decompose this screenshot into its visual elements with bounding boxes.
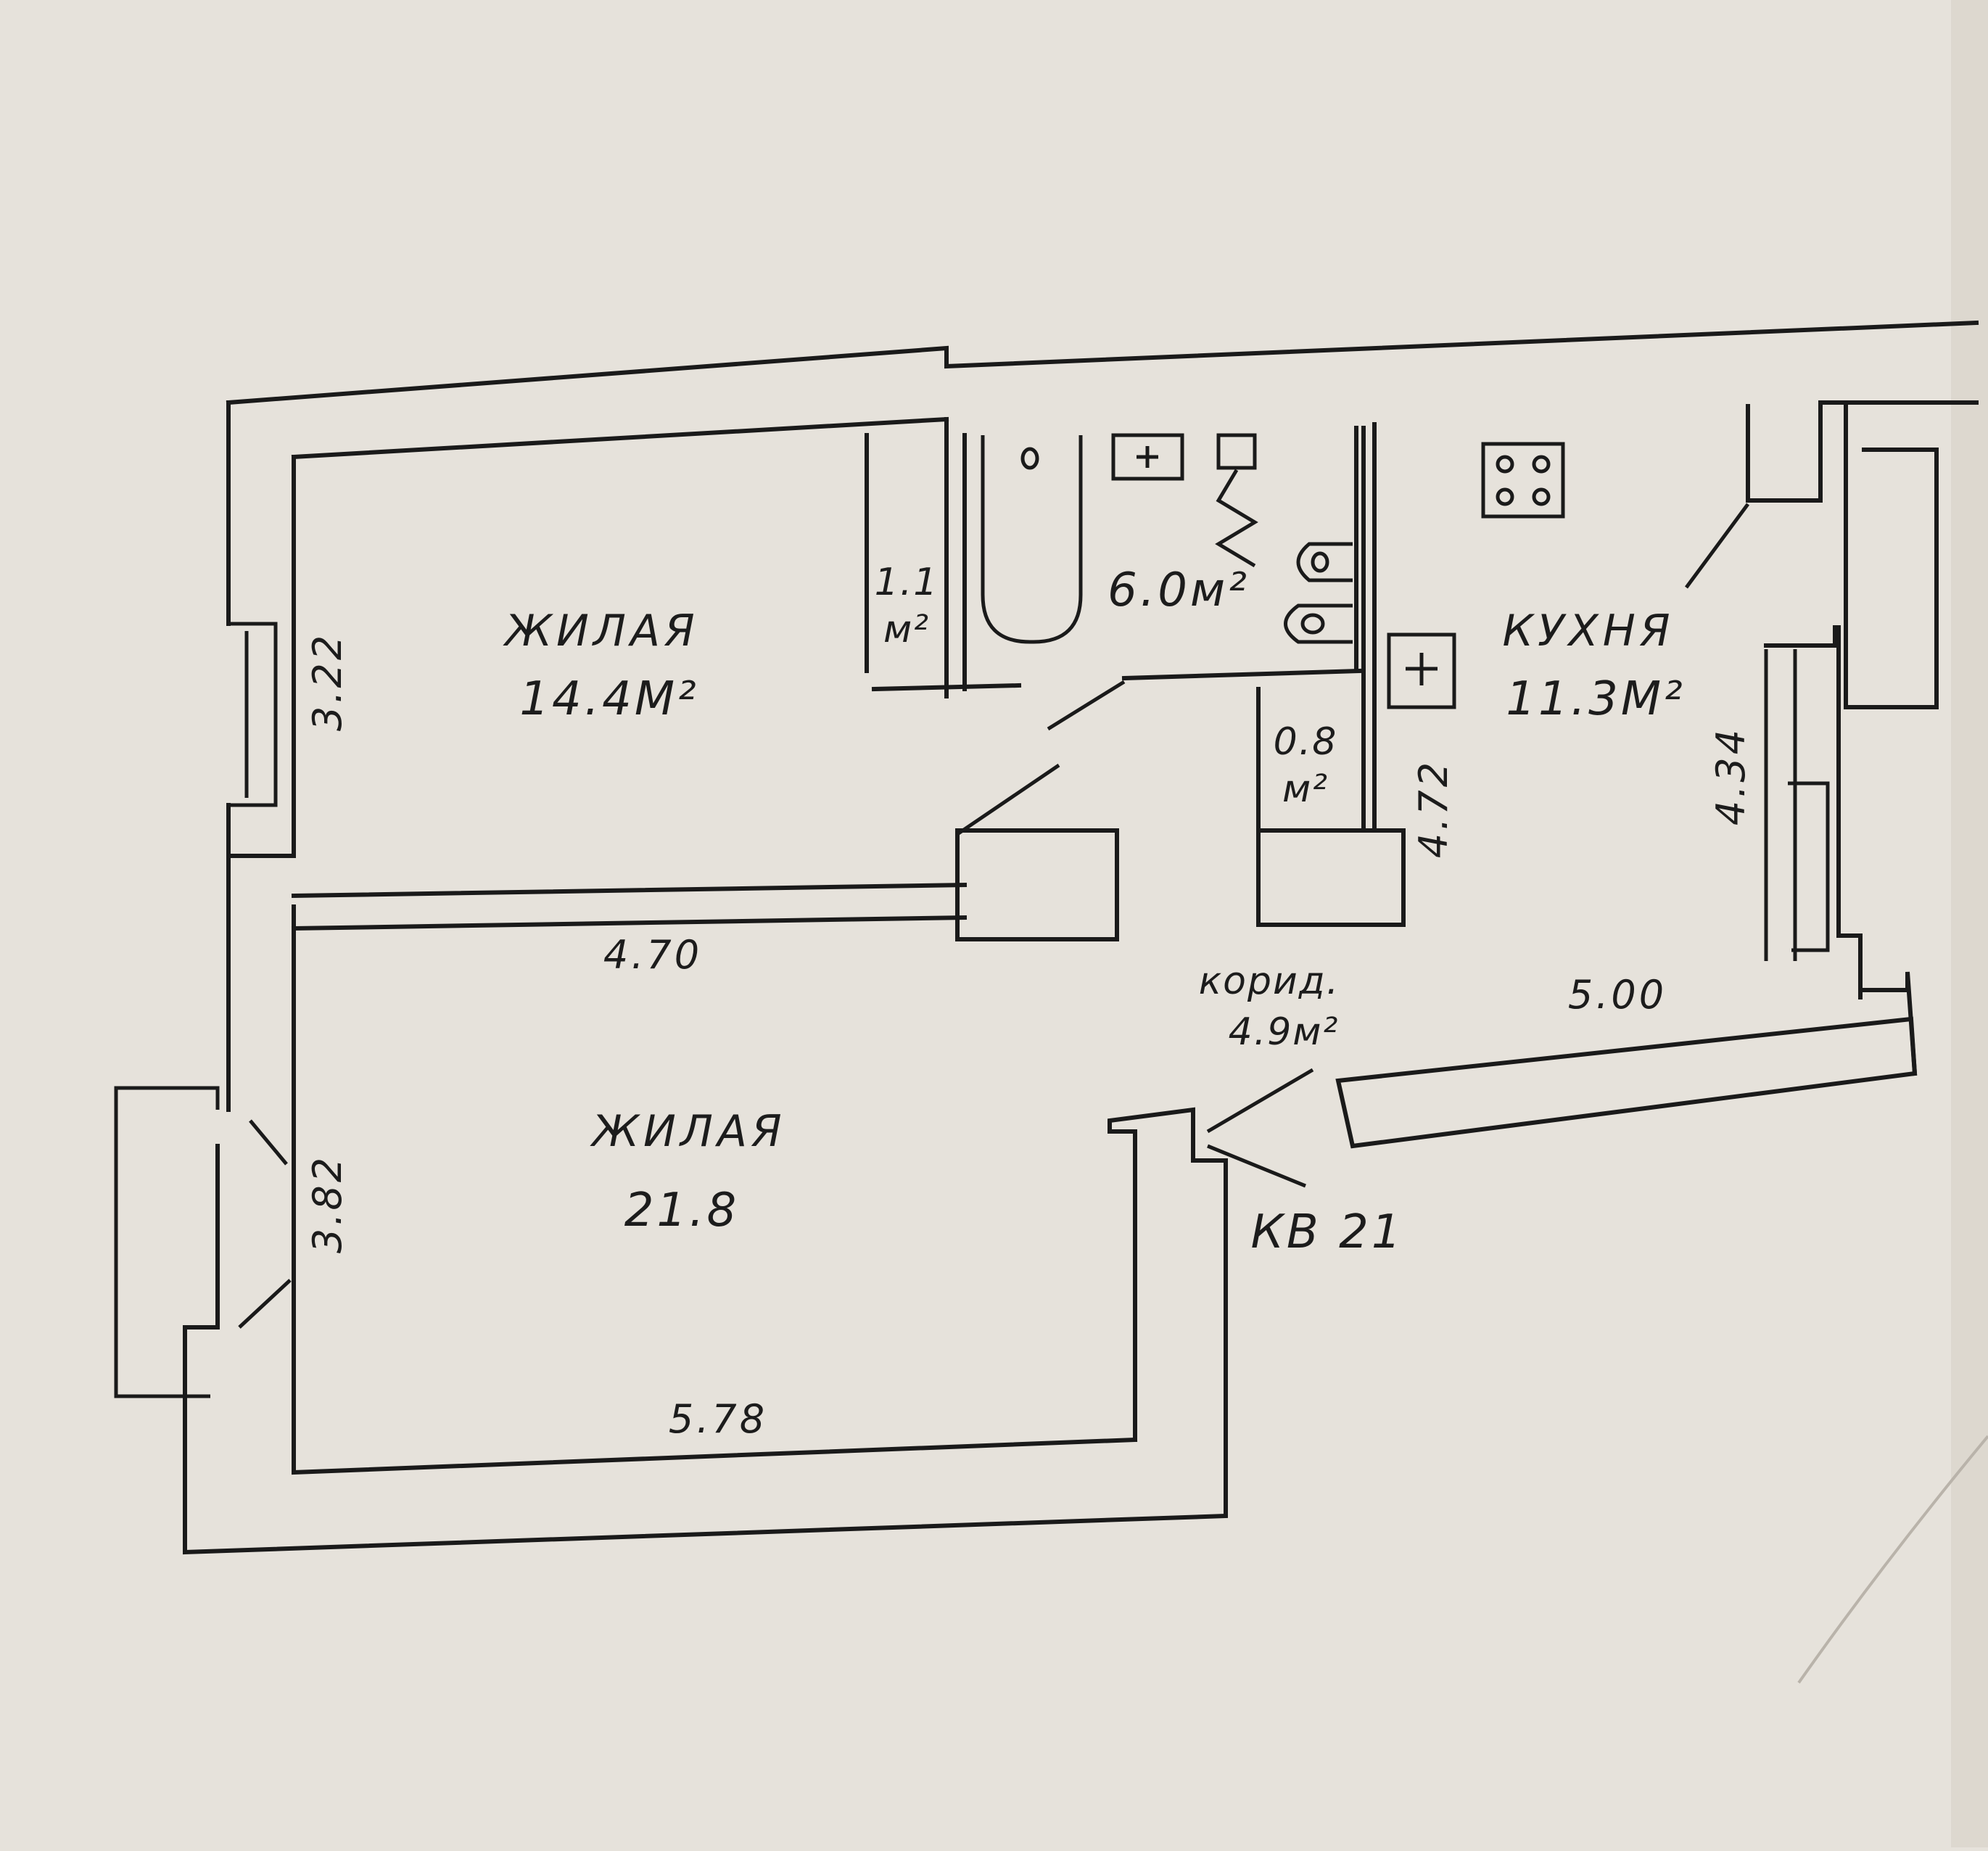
window-living-1 <box>228 622 278 807</box>
closet-1-area-unit: м² <box>883 608 930 651</box>
corridor-name: корид. <box>1199 960 1340 1003</box>
bathroom-area: 6.0м² <box>1108 564 1250 617</box>
kitchen-openings <box>1335 400 1939 1149</box>
heated-towel-rail <box>1216 433 1257 470</box>
bathroom-walls <box>962 426 1363 731</box>
living-2-height-dimension: 3.82 <box>305 1155 350 1253</box>
water-pipe-zigzag <box>1215 469 1258 568</box>
kitchen-height-dimension: 4.34 <box>1708 727 1754 825</box>
living-2-area: 21.8 <box>624 1184 740 1237</box>
living-rooms-partition <box>291 763 1119 941</box>
bidet <box>1296 542 1353 582</box>
closet-1-bottom-wall <box>871 683 1022 692</box>
living-1-height-dimension: 3.22 <box>305 632 350 731</box>
stove-burner-2 <box>1532 455 1551 474</box>
corridor-length-dimension: 4.72 <box>1411 759 1456 858</box>
kitchen-sink-tap-icon <box>1406 653 1438 685</box>
bathtub-drain <box>1020 447 1039 470</box>
balcony-door-swing-bottom <box>238 1279 292 1329</box>
corridor-area: 4.9м² <box>1229 1010 1340 1054</box>
bathroom-door-swing <box>1047 680 1126 731</box>
kitchen-top-pier <box>1746 400 1979 503</box>
living-1-left-wall <box>226 455 296 858</box>
outer-walls <box>183 320 1979 1555</box>
stove <box>1481 442 1565 519</box>
partition-line-bottom <box>291 915 968 931</box>
kitchen-window-pier <box>1764 625 1863 999</box>
living-2-name: ЖИЛАЯ <box>589 1106 785 1157</box>
sink <box>1111 433 1184 481</box>
toilet <box>1284 603 1353 644</box>
closet-2-walls <box>1256 426 1406 927</box>
balcony-door-swing-top <box>249 1119 288 1166</box>
bidet-drain <box>1311 551 1329 573</box>
living-1-top-wall <box>291 416 949 460</box>
toilet-bowl <box>1300 613 1325 635</box>
closet-1-walls <box>865 417 1022 698</box>
living-1-area: 14.4М² <box>519 672 698 726</box>
stove-burner-3 <box>1496 487 1514 506</box>
sink-tap-icon <box>1137 446 1158 468</box>
apartment-number-label: КВ 21 <box>1250 1205 1403 1259</box>
wardrobe-block <box>955 828 1119 941</box>
living-1-width-dimension: 4.70 <box>603 932 702 978</box>
entrance-leader-bottom <box>1207 1144 1306 1188</box>
bathroom-fixtures <box>981 433 1353 644</box>
living-2-outer-wall <box>183 1107 1228 1555</box>
corridor-front-wall <box>1335 1016 1918 1149</box>
kitchen-window-frame <box>1788 781 1830 952</box>
bathtub <box>981 435 1083 644</box>
entrance-leader-top <box>1206 1068 1314 1134</box>
bathroom-bottom-wall <box>1121 668 1363 681</box>
kitchen-window-left-jamb <box>1764 649 1797 961</box>
top-facade-wall <box>226 320 1979 405</box>
closet-2-area-unit: м² <box>1282 767 1329 811</box>
balcony-outline <box>114 1086 220 1398</box>
paper-edge <box>1951 0 1988 1847</box>
hallway-cabinet <box>1256 828 1406 927</box>
leader-lines <box>1206 1068 1314 1188</box>
paper-fold-line <box>1797 1435 1988 1684</box>
kitchen-sink <box>1387 632 1456 709</box>
kitchen-walls <box>1372 400 1979 833</box>
kitchen-area: 11.3М² <box>1506 672 1685 726</box>
living-1-name: ЖИЛАЯ <box>502 606 698 656</box>
living-1-door-swing <box>956 763 1060 836</box>
stove-burner-4 <box>1532 487 1551 506</box>
kitchen-name: КУХНЯ <box>1502 606 1674 656</box>
kitchen-width-dimension: 5.00 <box>1568 972 1667 1018</box>
closet-1-area-value: 1.1 <box>875 561 939 604</box>
living-2-inner-walls <box>292 904 1138 1475</box>
kitchen-door-swing <box>1684 503 1750 589</box>
left-openings <box>114 622 292 1398</box>
closet-2-area-value: 0.8 <box>1274 720 1338 764</box>
living-2-width-dimension: 5.78 <box>669 1396 767 1442</box>
partition-line-top <box>291 882 968 899</box>
stove-burner-1 <box>1496 455 1514 474</box>
kitchen-balcony-outline <box>1844 400 1939 709</box>
